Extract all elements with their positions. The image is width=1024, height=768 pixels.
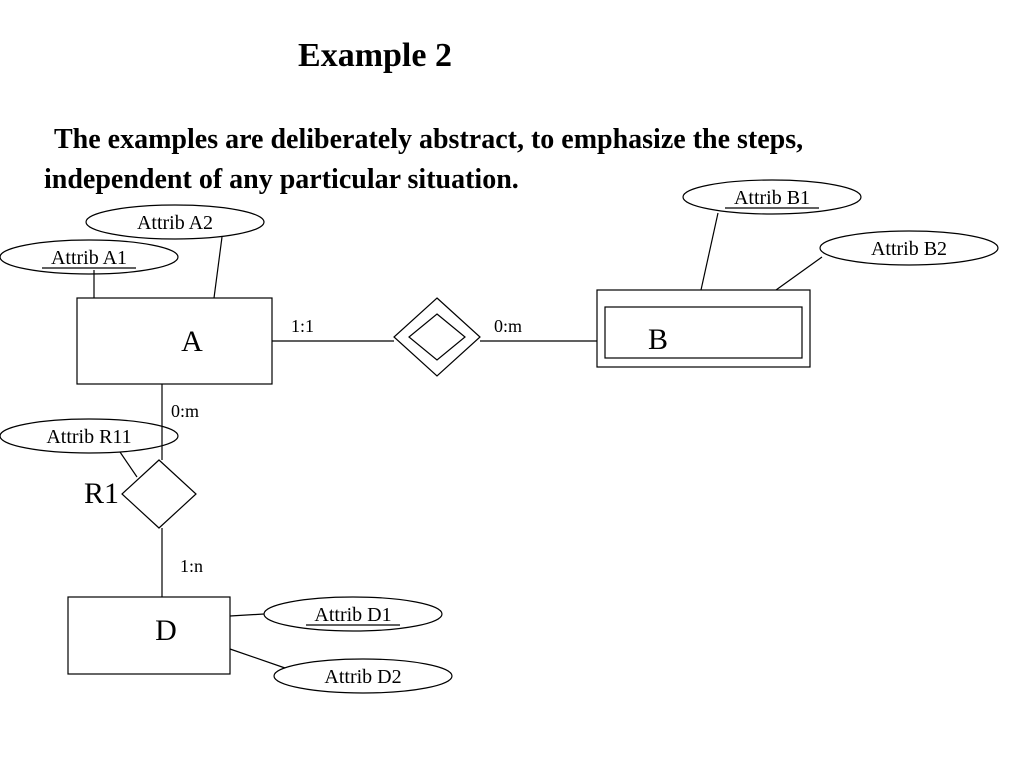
entity-d-label: D bbox=[155, 614, 177, 647]
entity-b-label: B bbox=[648, 323, 668, 356]
entity-a: A bbox=[76, 297, 273, 385]
connector-d-attrib-d2 bbox=[229, 648, 286, 669]
connector-b-attrib-b2 bbox=[775, 256, 823, 291]
attribute-d2-ellipse bbox=[273, 658, 453, 694]
entity-b-inner-box bbox=[604, 306, 803, 359]
attribute-r11-label: Attrib R11 bbox=[46, 426, 131, 448]
attribute-a1: Attrib A1 bbox=[0, 239, 179, 275]
relationship-r1: R1 bbox=[84, 459, 197, 529]
attribute-b2-ellipse bbox=[819, 230, 999, 266]
attribute-a2: Attrib A2 bbox=[85, 204, 265, 240]
attribute-b2: Attrib B2 bbox=[819, 230, 999, 266]
attribute-d1-label: Attrib D1 bbox=[314, 604, 391, 626]
attribute-b2-label: Attrib B2 bbox=[871, 238, 947, 260]
attribute-d2-label: Attrib D2 bbox=[324, 666, 401, 688]
body-line-1: The examples are deliberately abstract, … bbox=[54, 124, 804, 155]
identifying-relationship-inner-diamond bbox=[408, 313, 466, 361]
connector-lines bbox=[93, 212, 823, 669]
slide-title: Example 2 bbox=[298, 37, 452, 74]
entity-d-box bbox=[67, 596, 231, 675]
attribute-a2-ellipse bbox=[85, 204, 265, 240]
entity-b: B bbox=[596, 289, 811, 368]
attribute-r11: Attrib R11 bbox=[0, 418, 179, 454]
body-line-2: independent of any particular situation. bbox=[44, 164, 519, 195]
attribute-r11-ellipse bbox=[0, 418, 179, 454]
attribute-d2: Attrib D2 bbox=[273, 658, 453, 694]
relationship-r1-label: R1 bbox=[84, 477, 119, 510]
identifying-relationship-outer-diamond bbox=[393, 297, 481, 377]
cardinality-identifying-b: 0:m bbox=[494, 316, 522, 336]
attribute-a2-label: Attrib A2 bbox=[137, 212, 213, 234]
attribute-d1-ellipse bbox=[263, 596, 443, 632]
cardinality-a-identifying: 1:1 bbox=[291, 316, 314, 336]
connector-r1-attrib-r11 bbox=[119, 451, 138, 478]
connector-a-attrib-a2 bbox=[213, 236, 223, 299]
attribute-a1-ellipse bbox=[0, 239, 179, 275]
cardinality-labels: 1:1 0:m 0:m 1:n bbox=[171, 316, 522, 576]
cardinality-r1-d: 1:n bbox=[180, 556, 203, 576]
entity-a-label: A bbox=[181, 325, 203, 358]
entity-b-outer-box bbox=[596, 289, 811, 368]
attribute-b1-label: Attrib B1 bbox=[734, 187, 810, 209]
attribute-b1: Attrib B1 bbox=[682, 179, 862, 215]
cardinality-a-r1: 0:m bbox=[171, 401, 199, 421]
identifying-relationship bbox=[393, 297, 481, 377]
attribute-a1-label: Attrib A1 bbox=[51, 247, 127, 269]
attribute-b1-ellipse bbox=[682, 179, 862, 215]
entity-a-box bbox=[76, 297, 273, 385]
slide-body-text: The examples are deliberately abstract, … bbox=[44, 120, 1004, 200]
attribute-d1: Attrib D1 bbox=[263, 596, 443, 632]
connector-b-attrib-b1 bbox=[700, 212, 719, 291]
entity-d: D bbox=[67, 596, 231, 675]
relationship-r1-diamond bbox=[121, 459, 197, 529]
connector-d-attrib-d1 bbox=[229, 613, 265, 617]
